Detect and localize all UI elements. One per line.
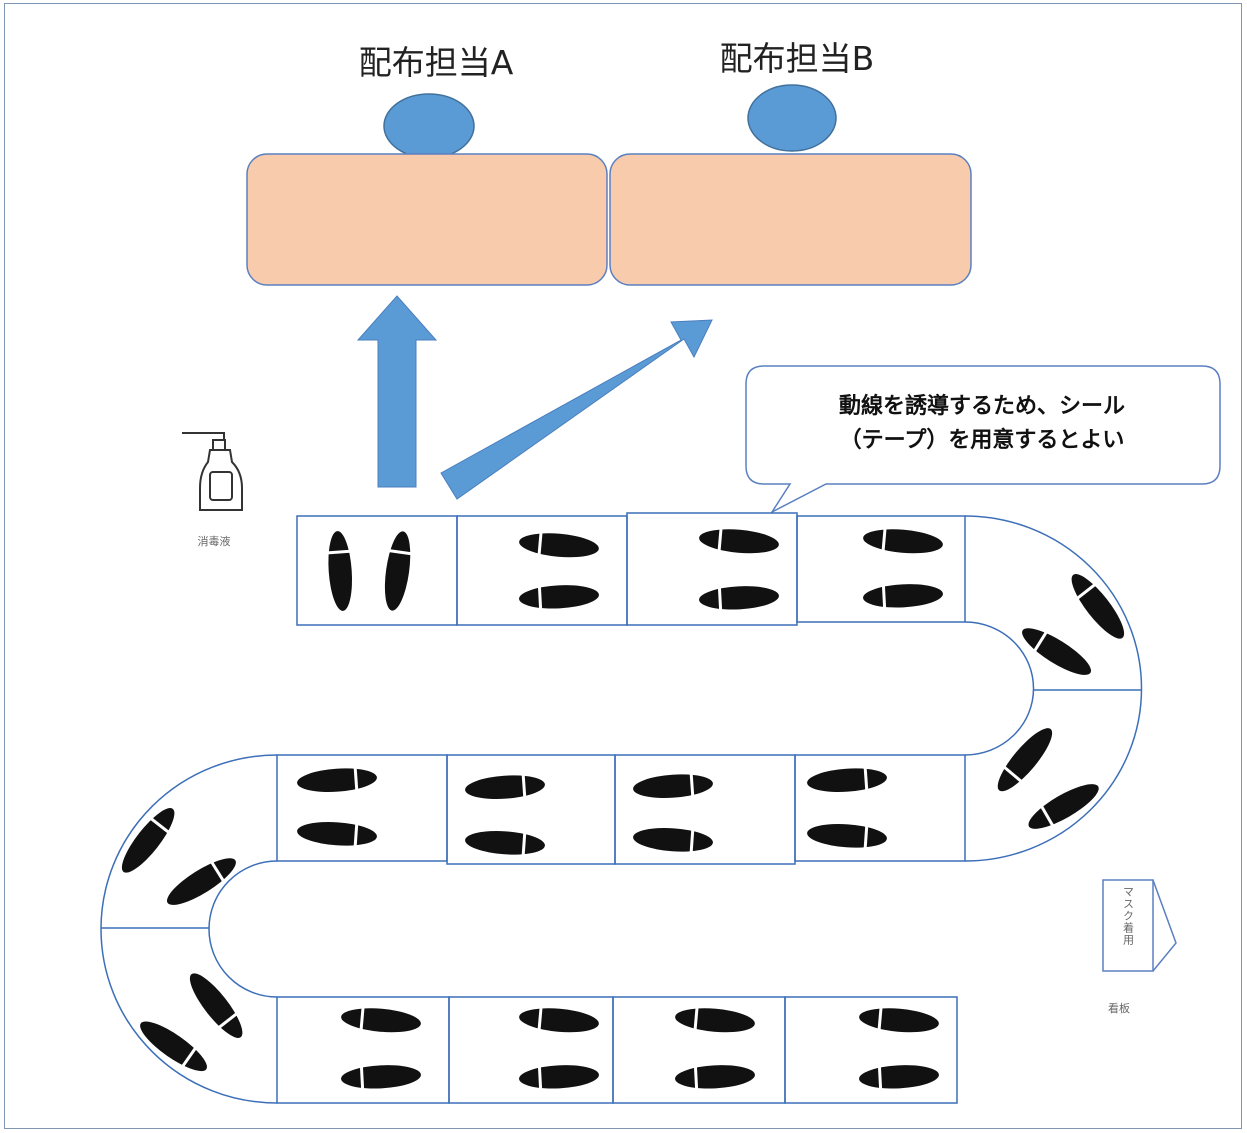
right-bend-inner (964, 621, 1035, 756)
sign-text: マスク着用 (1122, 886, 1135, 946)
footprint (672, 1002, 758, 1039)
footprint (338, 1060, 424, 1094)
footprint (696, 581, 782, 615)
diagram-frame (4, 3, 1242, 1129)
right-bend-outer (964, 515, 1143, 862)
footprint (322, 528, 358, 614)
queue-cell (796, 515, 966, 623)
queue-path (100, 512, 1143, 1104)
left-bend-inner (208, 860, 278, 998)
footprint (630, 822, 716, 858)
staff-a-label: 配布担当A (359, 43, 514, 82)
footprint (516, 1060, 602, 1094)
distribution-table-a (246, 153, 608, 286)
arrow-diagonal-to-b (440, 319, 713, 500)
footprint (1014, 617, 1099, 686)
signboard-icon (1102, 879, 1177, 972)
footprint (856, 1060, 942, 1094)
footprint (159, 847, 244, 916)
footprint (462, 769, 548, 805)
distribution-table-b (609, 153, 972, 286)
footprint (804, 762, 890, 798)
footprint (111, 799, 185, 882)
footprint (179, 964, 253, 1047)
footprint (860, 579, 946, 613)
sanitizer-label: 消毒液 (198, 534, 231, 548)
footprint (294, 816, 380, 852)
sign-caption: 看板 (1108, 1001, 1130, 1015)
footprint (987, 719, 1063, 801)
footprint (338, 1002, 424, 1039)
staff-a-person (383, 93, 475, 159)
staff-b-label: 配布担当B (720, 39, 875, 78)
footprint (294, 762, 380, 798)
queue-cell (784, 996, 958, 1104)
footprint (860, 523, 946, 560)
footprint (856, 1002, 942, 1039)
footprint (1020, 773, 1107, 840)
footprint (377, 528, 418, 614)
footprint (630, 768, 716, 804)
sanitizer-bottle-icon (182, 432, 243, 511)
guidance-callout (745, 365, 1221, 514)
arrow-up-to-a (356, 295, 438, 488)
footprint (804, 818, 890, 854)
callout-line-2: （テープ）を用意するとよい (840, 427, 1125, 453)
queue-cell (794, 754, 966, 862)
footprint (1061, 565, 1135, 648)
footprint (462, 825, 548, 861)
footprint (696, 523, 782, 560)
staff-b-person (747, 84, 837, 152)
footprint (516, 527, 602, 564)
footprint (672, 1060, 758, 1094)
left-bend-outer (100, 754, 278, 1104)
queue-cell (296, 515, 458, 626)
queue-cell (626, 512, 798, 626)
footprint (516, 1002, 602, 1039)
footprints (111, 523, 1135, 1094)
callout-line-1: 動線を誘導するため、シール (839, 393, 1125, 419)
footprint (516, 580, 602, 614)
